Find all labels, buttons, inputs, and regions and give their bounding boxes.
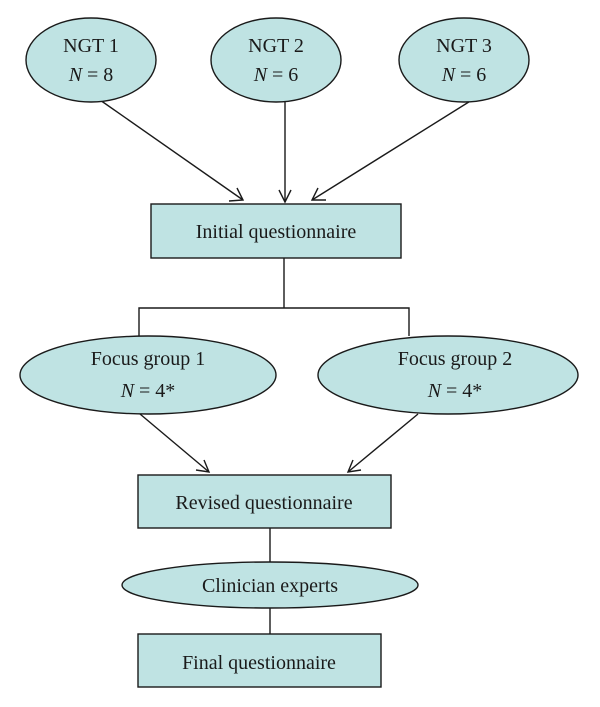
revised-questionnaire-label: Revised questionnaire (175, 492, 352, 514)
arrow-ngt1-initial (228, 187, 245, 202)
edge-focus2-revised (347, 413, 419, 473)
edge-ngt1-initial (99, 99, 244, 201)
node-clinician-experts: Clinician experts (121, 561, 419, 609)
ngt-3-ellipse (398, 17, 530, 103)
focus-group-1-ellipse (19, 335, 277, 415)
revised-questionnaire-box (137, 474, 392, 529)
node-revised-questionnaire: Revised questionnaire (137, 474, 392, 529)
initial-questionnaire-box (150, 203, 402, 259)
node-ngt-2: NGT 2 N = 6 (210, 17, 342, 103)
node-ngt-3: NGT 3 N = 6 (398, 17, 530, 103)
focus-group-2-title: Focus group 2 (398, 348, 512, 370)
node-ngt-1: NGT 1 N = 8 (25, 17, 157, 103)
focus-group-1-count: N = 4* (120, 380, 176, 402)
ngt-1-title: NGT 1 (63, 35, 119, 57)
edge-split-horizontal (138, 307, 410, 336)
clinician-experts-ellipse (121, 561, 419, 609)
final-questionnaire-label: Final questionnaire (182, 652, 336, 674)
node-initial-questionnaire: Initial questionnaire (150, 203, 402, 259)
clinician-experts-label: Clinician experts (202, 575, 338, 597)
ngt-1-count: N = 8 (68, 64, 114, 86)
ngt-2-count: N = 6 (253, 64, 299, 86)
edge-focus1-revised (139, 413, 210, 473)
node-final-questionnaire: Final questionnaire (137, 633, 382, 688)
arrow-ngt3-initial (310, 187, 326, 201)
node-focus-group-1: Focus group 1 N = 4* (19, 335, 277, 415)
arrow-ngt2-initial (278, 189, 292, 204)
ngt-2-title: NGT 2 (248, 35, 304, 57)
initial-questionnaire-label: Initial questionnaire (196, 221, 357, 243)
ngt-1-ellipse (25, 17, 157, 103)
arrow-focus2-revised (346, 459, 362, 473)
focus-group-1-title: Focus group 1 (91, 348, 205, 370)
node-focus-group-2: Focus group 2 N = 4* (317, 335, 579, 415)
edge-ngt3-initial (311, 99, 473, 201)
connectors (99, 99, 473, 634)
focus-group-2-ellipse (317, 335, 579, 415)
ngt-3-title: NGT 3 (436, 35, 492, 57)
ngt-2-ellipse (210, 17, 342, 103)
final-questionnaire-box (137, 633, 382, 688)
arrow-focus1-revised (195, 459, 211, 473)
ngt-3-count: N = 6 (441, 64, 487, 86)
focus-group-2-count: N = 4* (427, 380, 483, 402)
